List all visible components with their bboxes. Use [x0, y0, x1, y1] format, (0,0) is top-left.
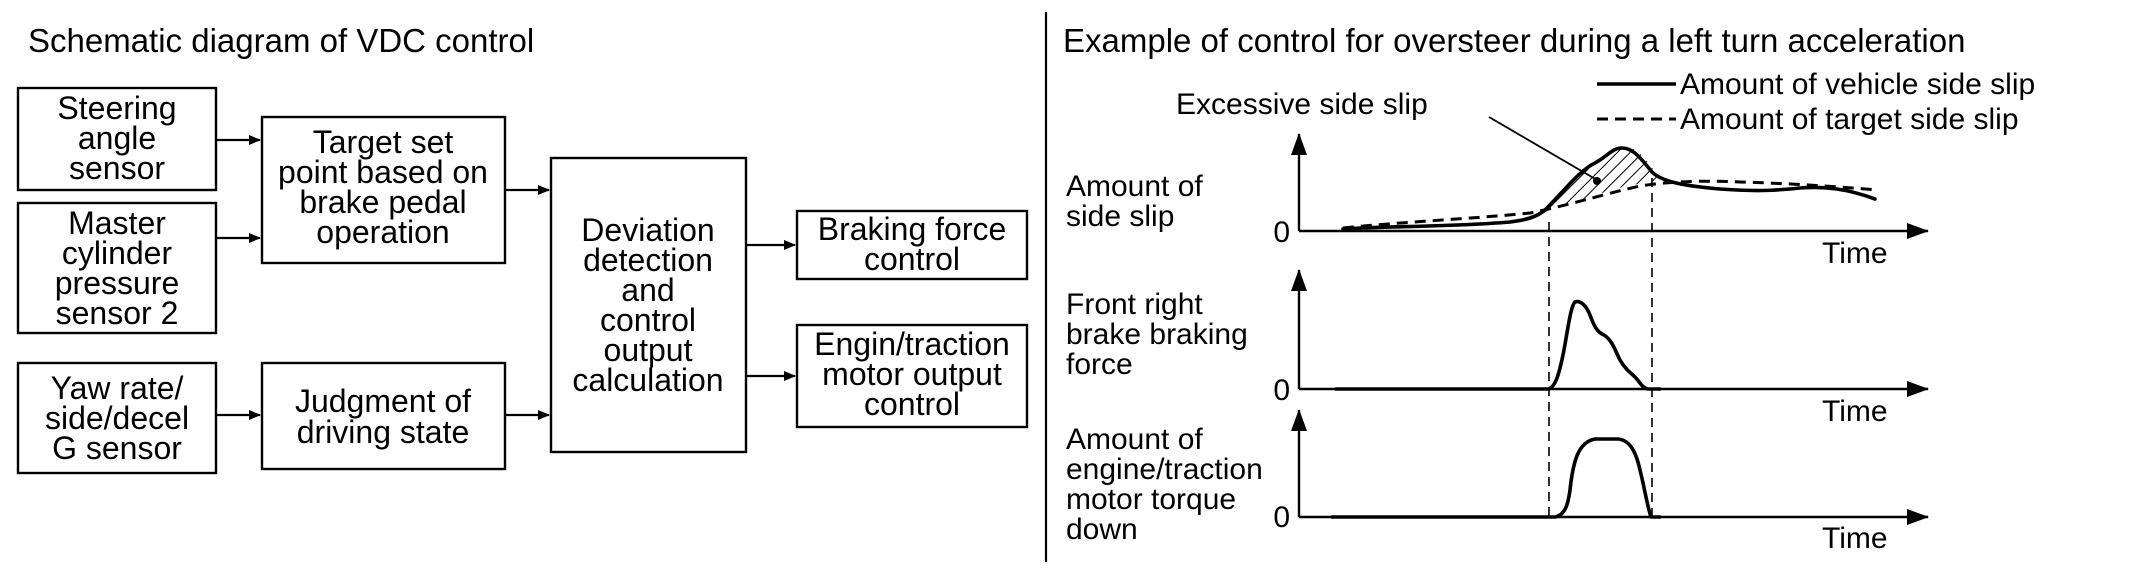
motor-torque-down-curve: [1330, 437, 1662, 519]
braking-line-1: Braking force: [818, 211, 1007, 247]
brake-xlabel: Time: [1822, 395, 1888, 428]
slip-zero-tick: 0: [1273, 216, 1290, 249]
braking-line-2: control: [864, 241, 960, 277]
engin-line-2: motor output: [822, 356, 1002, 392]
master-line-1: Master: [68, 205, 166, 241]
legend-solid-label: Amount of vehicle side slip: [1680, 68, 2035, 101]
yaw-line-1: Yaw rate/: [51, 370, 184, 406]
master-line-2: cylinder: [62, 235, 173, 271]
deviation-calculation-box: Deviation detection and control output c…: [549, 156, 748, 454]
target-side-slip-curve: [1342, 179, 1879, 230]
legend-dashed-label: Amount of target side slip: [1680, 103, 2019, 136]
steering-angle-sensor-box: Steering angle sensor: [16, 86, 218, 192]
slip-ylabel-line-2: side slip: [1066, 200, 1174, 233]
vehicle-side-slip-curve: [1341, 146, 1877, 231]
yaw-line-2: side/decel: [45, 400, 189, 436]
steering-line-3: sensor: [69, 150, 165, 186]
brake-zero-tick: 0: [1273, 374, 1290, 407]
master-cylinder-sensor-box: Master cylinder pressure sensor 2: [16, 201, 218, 335]
brake-force-graph: Front right brake braking force 0 Time: [1066, 269, 1929, 428]
target-line-1: Target set: [313, 124, 454, 160]
excessive-slip-hatch: [1540, 146, 1660, 214]
torque-ylabel-line-1: Amount of: [1066, 423, 1203, 456]
schematic-connectors: [216, 135, 796, 420]
judgment-line-2: driving state: [297, 414, 470, 450]
deviation-line-2: detection: [583, 242, 713, 278]
engin-line-3: control: [864, 386, 960, 422]
excessive-slip-label: Excessive side slip: [1176, 88, 1428, 121]
front-right-brake-force-curve: [1334, 299, 1662, 391]
torque-ylabel-line-4: down: [1066, 513, 1138, 546]
brake-ylabel-line-1: Front right: [1066, 288, 1203, 321]
steering-line-2: angle: [78, 120, 156, 156]
side-slip-graph: Amount of side slip 0 Time: [1066, 133, 1929, 270]
deviation-line-4: control: [600, 302, 696, 338]
target-line-3: brake pedal: [299, 184, 466, 220]
slip-xlabel: Time: [1822, 237, 1888, 270]
torque-ylabel-line-2: engine/traction: [1066, 453, 1263, 486]
yaw-rate-sensor-box: Yaw rate/ side/decel G sensor: [16, 361, 218, 475]
braking-force-control-box: Braking force control: [795, 209, 1029, 281]
torque-ylabel-line-3: motor torque: [1066, 483, 1236, 516]
torque-xlabel: Time: [1822, 522, 1888, 555]
deviation-line-3: and: [621, 272, 674, 308]
target-line-4: operation: [316, 214, 449, 250]
control-example-panel: Example of control for oversteer during …: [1063, 22, 2035, 555]
engine-traction-control-box: Engin/traction motor output control: [795, 323, 1029, 429]
master-line-3: pressure: [55, 265, 180, 301]
brake-ylabel-line-3: force: [1066, 348, 1133, 381]
deviation-line-5: output: [604, 332, 693, 368]
deviation-line-1: Deviation: [581, 212, 714, 248]
target-line-2: point based on: [278, 154, 488, 190]
legend: Amount of vehicle side slip Amount of ta…: [1597, 68, 2035, 136]
slip-ylabel-line-1: Amount of: [1066, 170, 1203, 203]
torque-down-graph: Amount of engine/traction motor torque d…: [1066, 409, 1929, 555]
judgment-box: Judgment of driving state: [260, 361, 507, 471]
engin-line-1: Engin/traction: [814, 326, 1010, 362]
example-title: Example of control for oversteer during …: [1063, 22, 1965, 59]
yaw-line-3: G sensor: [52, 430, 182, 466]
brake-ylabel-line-2: brake braking: [1066, 318, 1248, 351]
torque-zero-tick: 0: [1273, 501, 1290, 534]
judgment-line-1: Judgment of: [295, 383, 471, 419]
deviation-line-6: calculation: [572, 362, 723, 398]
target-set-point-box: Target set point based on brake pedal op…: [260, 115, 507, 265]
schematic-title: Schematic diagram of VDC control: [28, 22, 534, 59]
steering-line-1: Steering: [57, 90, 176, 126]
excessive-slip-leader-line: [1488, 116, 1598, 181]
master-line-4: sensor 2: [56, 295, 179, 331]
schematic-panel: Schematic diagram of VDC control Steerin…: [16, 22, 1029, 475]
